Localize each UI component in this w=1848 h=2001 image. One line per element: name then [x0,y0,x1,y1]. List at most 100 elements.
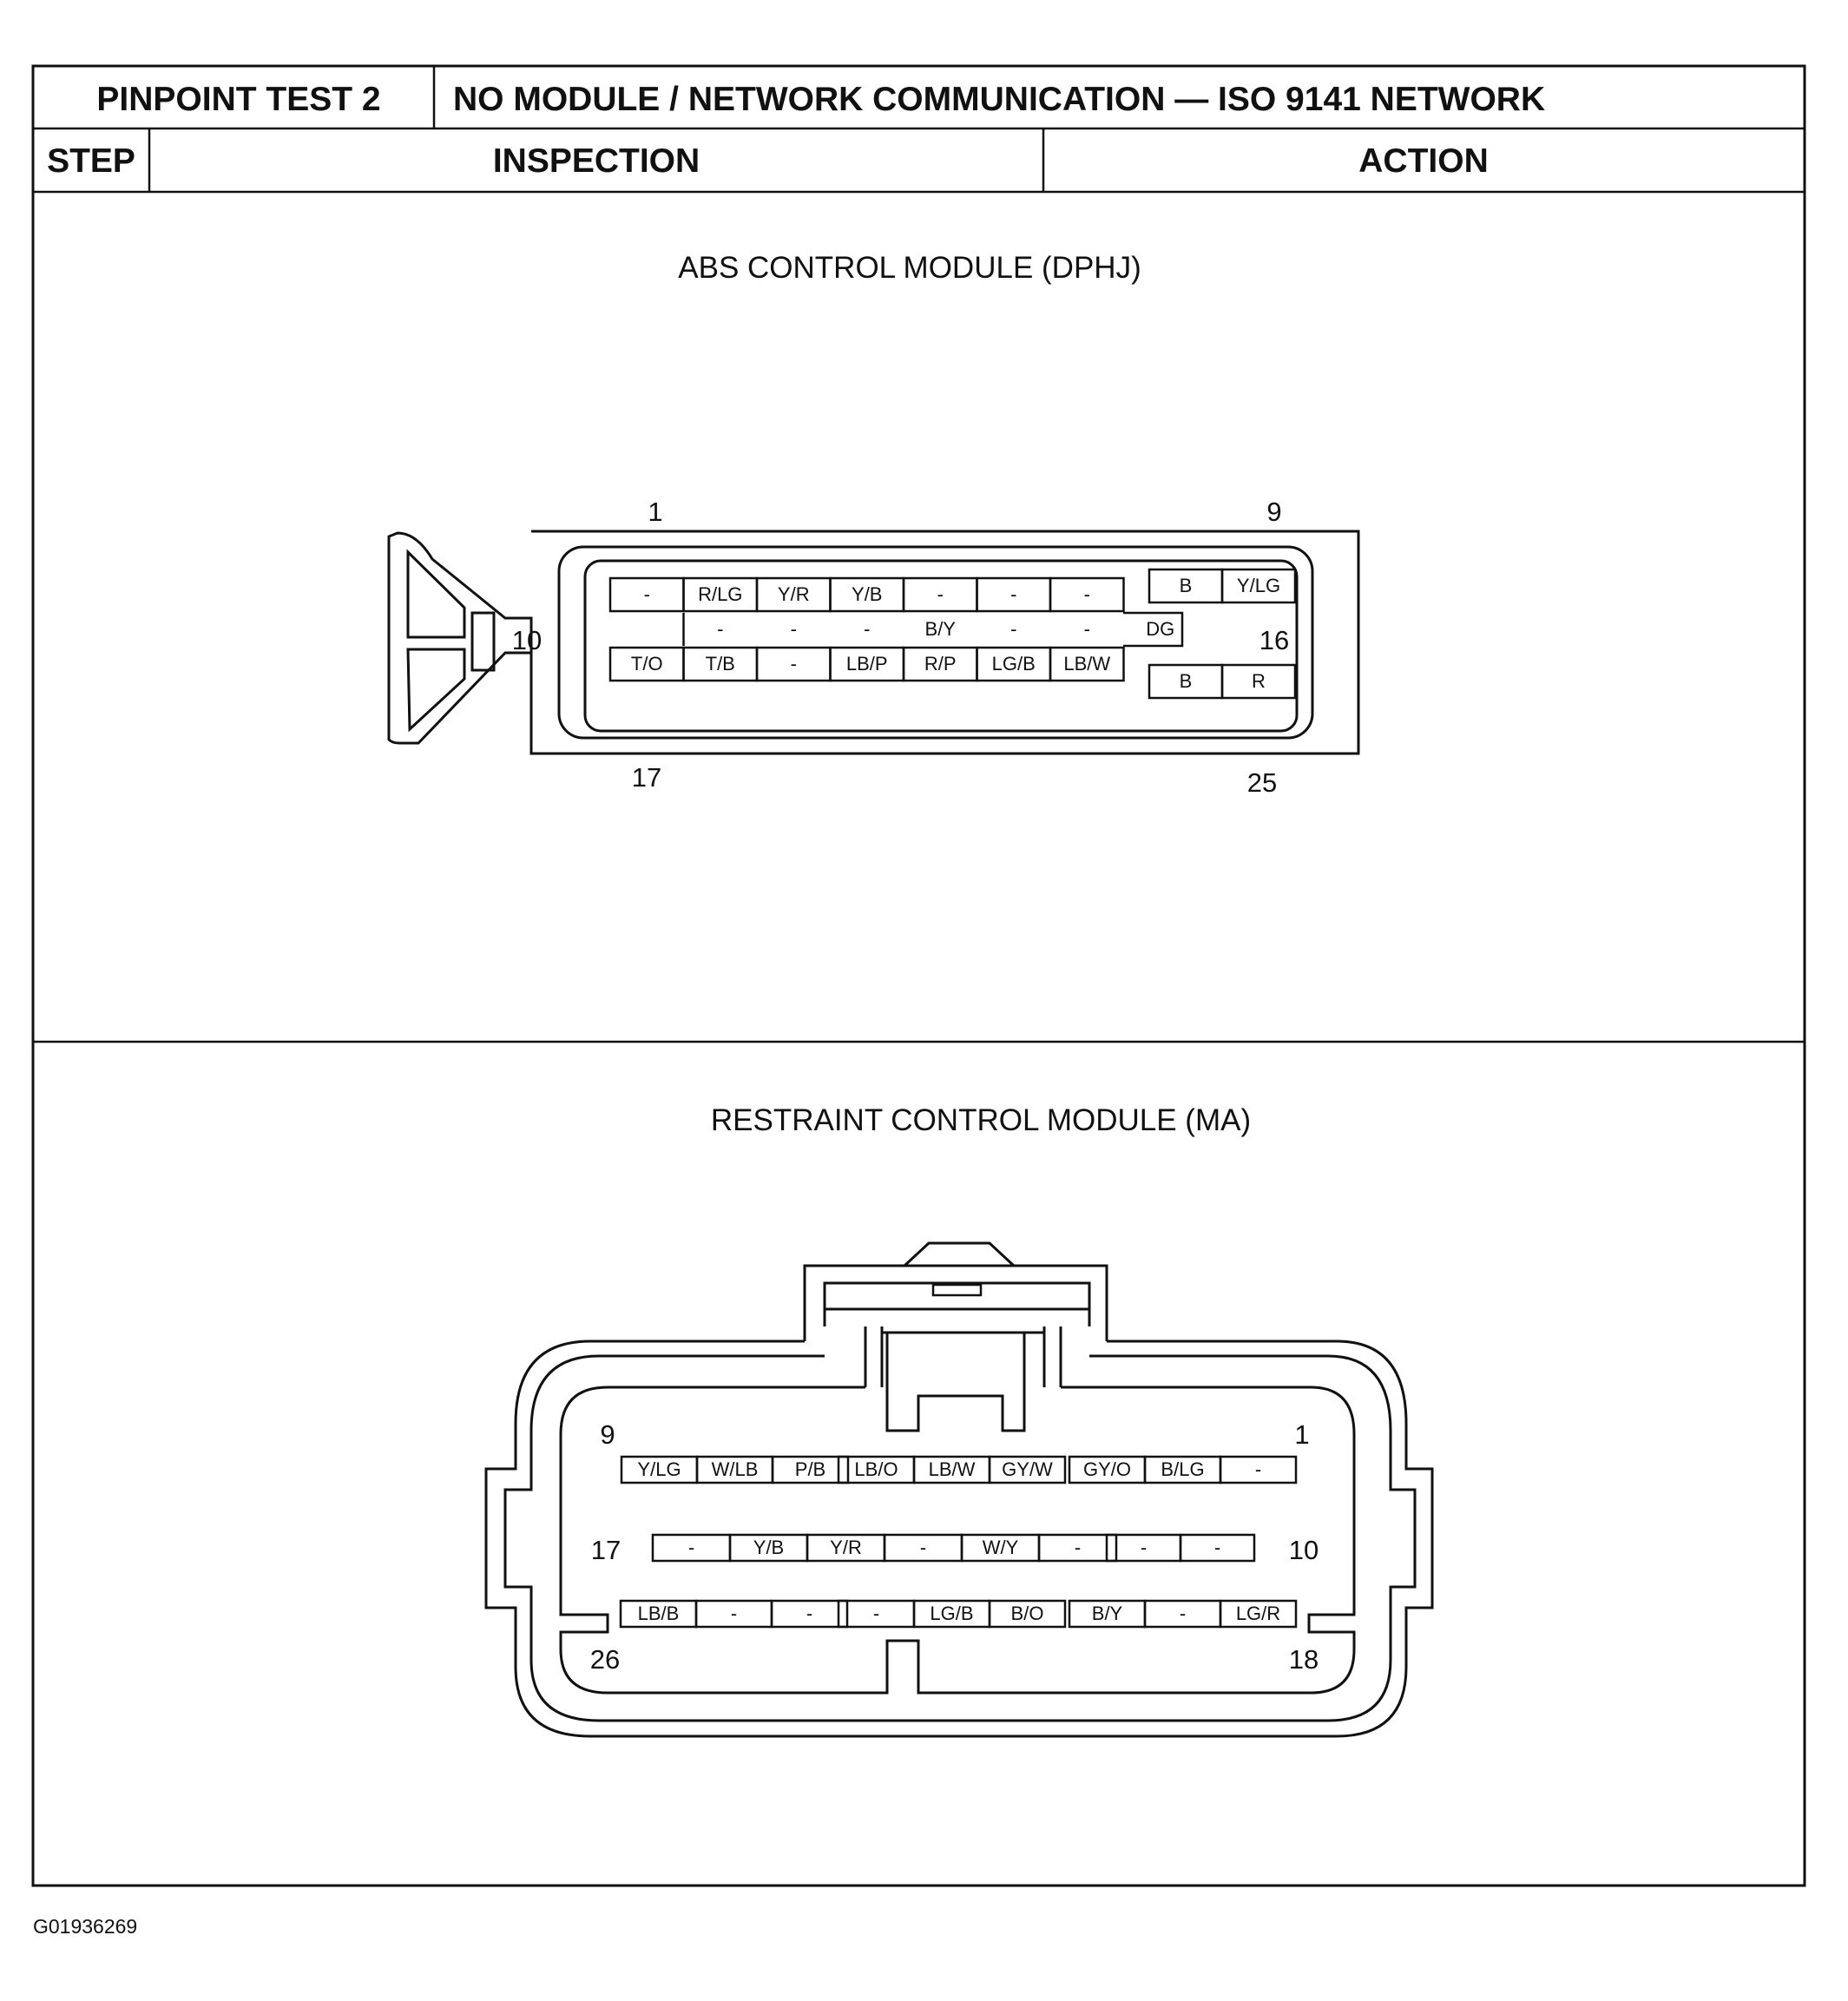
abs-pin-r3-4: LB/P [829,646,905,682]
abs-connector-title: ABS CONTROL MODULE (DPHJ) [678,251,1141,285]
rcm-pin-row1-g2-2: LB/W [912,1455,991,1484]
rcm-pin-row1-g2-1-label: LB/O [854,1458,898,1480]
abs-pin-r3-7-label: LB/W [1063,653,1110,675]
abs-pin-number-1: 1 [648,497,662,527]
abs-pin-r1-7: - [1049,576,1125,613]
rcm-pin-row3-g3-1: B/Y [1068,1599,1147,1629]
rcm-connector-outline [484,1241,1434,1738]
abs-pin-r1-3-label: Y/R [778,583,810,605]
rcm-pin-row3-g1-3: - [770,1599,849,1629]
abs-pin-r1-2-label: R/LG [698,583,742,605]
abs-pin-r3-right-2: R [1220,663,1297,700]
rcm-pin-row1-g2-3-label: GY/W [1002,1458,1053,1480]
abs-pin-r2-7: DG [1146,618,1174,640]
rcm-pin-row3-g2-1: - [837,1599,916,1629]
rcm-pin-row2-g2-3-label: W/Y [983,1537,1019,1558]
rcm-pin-row2-g2-3: W/Y [960,1533,1041,1563]
abs-pin-r1-6-label: - [1010,583,1016,605]
abs-pin-r1-right-1-label: B [1180,575,1193,596]
abs-pin-r3-2: T/B [682,646,759,682]
rcm-pin-row1-g1-1: Y/LG [620,1455,699,1484]
abs-pin-r2-3: - [864,618,870,640]
rcm-pin-row3-g2-2: LG/B [912,1599,991,1629]
rcm-pin-row1-g1-2: W/LB [695,1455,774,1484]
abs-pin-r3-4-label: LB/P [846,653,888,675]
abs-connector-outline [387,530,1360,755]
abs-pin-number-25: 25 [1247,767,1277,798]
abs-pin-r1-1: - [608,576,685,613]
abs-pin-r2-4-label: B/Y [925,618,957,640]
rcm-pin-row1-g1-2-label: W/LB [712,1458,759,1480]
abs-pin-r2-1: - [717,618,723,640]
rcm-pin-row1-g1-3: P/B [771,1455,850,1484]
table-frame [31,64,1806,1887]
rcm-pin-row2-g3-1: - [1105,1533,1182,1563]
rcm-pin-row2-g3-2: - [1179,1533,1256,1563]
abs-pin-r3-7: LB/W [1049,646,1125,682]
figure-id: G01936269 [33,1915,137,1938]
abs-pin-r2-2-label: - [791,618,797,640]
abs-pin-r2-2: - [791,618,797,640]
abs-pin-r1-4: Y/B [829,576,905,613]
abs-pin-r1-right-2: Y/LG [1220,568,1297,604]
rcm-pin-row2-g2-2: - [883,1533,963,1563]
abs-pin-r1-5: - [902,576,978,613]
rcm-pin-row2-g1-2-label: Y/B [753,1537,784,1558]
rcm-pin-row3-g2-2-label: LG/B [930,1603,973,1624]
rcm-pin-row2-g2-2-label: - [920,1537,926,1558]
abs-pin-r2-6: - [1084,618,1090,640]
rcm-pin-row2-g1-2: Y/B [728,1533,809,1563]
rcm-pin-number-26: 26 [590,1644,620,1675]
abs-pin-r3-right-1-label: B [1180,670,1193,692]
abs-pin-r3-right-1: B [1148,663,1224,700]
rcm-pin-number-1: 1 [1294,1419,1309,1450]
rcm-pin-row3-g2-3-label: B/O [1011,1603,1044,1624]
rcm-pin-number-17: 17 [591,1535,621,1565]
abs-pin-r2-7-label: DG [1146,618,1174,640]
rcm-pin-row3-g2-1-label: - [873,1603,879,1624]
rcm-pin-row1-g1-3-label: P/B [795,1458,825,1480]
abs-pin-r3-6-label: LG/B [992,653,1036,675]
rcm-pin-row2-g3-2-label: - [1214,1537,1220,1558]
abs-pin-r1-4-label: Y/B [852,583,882,605]
rcm-pin-row1-g1-1-label: Y/LG [637,1458,681,1480]
abs-pin-r1-5-label: - [937,583,944,605]
rcm-pin-row3-g3-3: LG/R [1219,1599,1298,1629]
abs-pin-r1-1-label: - [644,583,650,605]
abs-pin-r3-3: - [755,646,832,682]
rcm-pin-row2-g2-4: - [1037,1533,1118,1563]
abs-pin-r3-2-label: T/B [706,653,735,675]
column-header-step: STEP [47,142,135,180]
rcm-pin-row2-g2-1: Y/R [806,1533,886,1563]
rcm-pin-row1-g2-1: LB/O [837,1455,916,1484]
abs-pin-r2-5-label: - [1010,618,1016,640]
rcm-connector-title: RESTRAINT CONTROL MODULE (MA) [711,1103,1251,1137]
abs-pin-r2-1-label: - [717,618,723,640]
rcm-pin-number-18: 18 [1289,1644,1319,1675]
rcm-pin-row3-g2-3: B/O [988,1599,1067,1629]
abs-pin-r1-7-label: - [1084,583,1090,605]
abs-pin-r2-4: B/Y [925,618,957,640]
rcm-pin-row3-g1-2: - [694,1599,773,1629]
rcm-pin-row3-g1-2-label: - [731,1603,737,1624]
abs-pin-r1-3: Y/R [755,576,832,613]
rcm-pin-row3-g3-1-label: B/Y [1092,1603,1123,1624]
rcm-pin-row2-g2-4-label: - [1075,1537,1081,1558]
abs-pin-r3-3-label: - [791,653,797,675]
abs-pin-number-17: 17 [632,762,661,793]
rcm-pin-row3-g1-1-label: LB/B [638,1603,680,1624]
rcm-pin-row2-g2-1-label: Y/R [830,1537,862,1558]
abs-pin-r3-6: LG/B [976,646,1052,682]
abs-pin-r3-1: T/O [608,646,685,682]
abs-pin-r1-6: - [976,576,1052,613]
rcm-pin-row1-g3-1-label: GY/O [1083,1458,1131,1480]
column-header-action: ACTION [1358,142,1489,180]
rcm-pin-row2-g1-1-label: - [688,1537,694,1558]
rcm-pin-row3-g3-3-label: LG/R [1236,1603,1280,1624]
rcm-pin-row1-g3-3: - [1219,1455,1298,1484]
rcm-pin-number-10: 10 [1289,1535,1319,1565]
rcm-pin-row3-g3-2: - [1143,1599,1222,1629]
test-label: PINPOINT TEST 2 [96,81,380,118]
